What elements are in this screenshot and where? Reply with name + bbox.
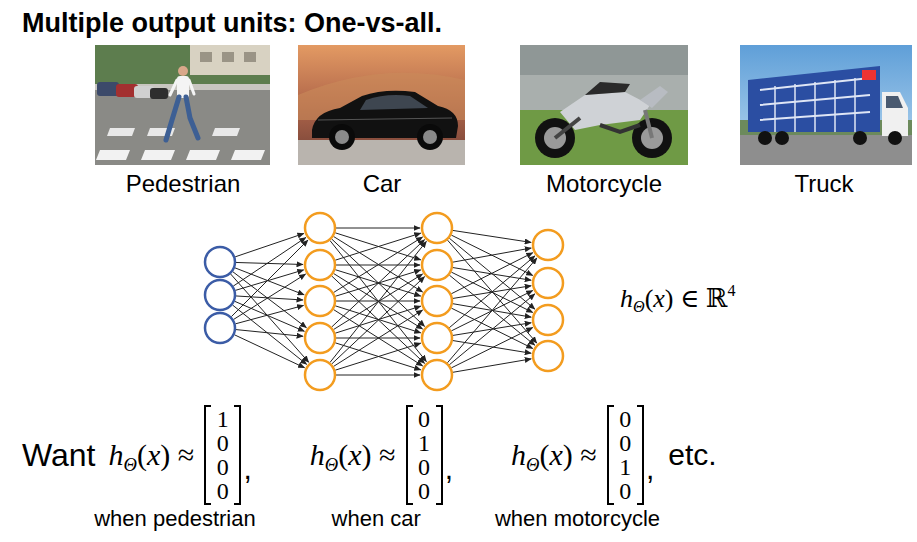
weight-connection — [334, 310, 423, 366]
neuron-unit — [305, 213, 335, 243]
neuron-unit — [533, 268, 563, 298]
input-unit — [205, 247, 235, 277]
neuron-unit — [305, 360, 335, 390]
neuron-unit — [422, 286, 452, 316]
weight-connection — [332, 239, 425, 326]
weight-connection — [231, 240, 308, 317]
weight-connection — [335, 343, 421, 370]
weight-connection — [453, 230, 531, 242]
network-units — [205, 213, 563, 390]
left-bracket — [607, 405, 614, 505]
neuron-unit — [422, 323, 452, 353]
photo-caption: Truck — [794, 170, 853, 198]
etc-word: etc. — [668, 438, 716, 472]
weight-connection — [235, 305, 303, 323]
weight-connection — [330, 241, 426, 362]
want-word: Want — [22, 437, 96, 474]
target-vector: 0 1 0 0 — [413, 405, 436, 505]
truck-photo — [740, 45, 912, 165]
weight-connection — [334, 310, 423, 366]
network-connections — [231, 228, 537, 375]
neuron-unit — [305, 250, 335, 280]
hypothesis-approx: hΘ(x) ≈ — [109, 438, 195, 472]
weight-connection — [235, 270, 303, 291]
neuron-unit — [533, 305, 563, 335]
weight-connection — [336, 228, 420, 229]
weight-connection — [332, 276, 425, 363]
weight-connection — [332, 277, 425, 364]
right-bracket — [436, 405, 443, 505]
weight-connection — [447, 258, 537, 363]
photo-caption: Car — [363, 170, 402, 198]
neuron-unit — [422, 250, 452, 280]
slide-title: Multiple output units: One-vs-all. — [22, 8, 442, 39]
vector-caption: when pedestrian — [94, 506, 255, 532]
weight-connection — [232, 305, 306, 364]
vector-caption: when car — [332, 506, 421, 532]
left-bracket — [406, 405, 413, 505]
target-vector: 1 0 0 0 — [211, 405, 234, 505]
hypothesis-approx: hΘ(x) ≈ — [310, 438, 396, 472]
weight-connection — [332, 240, 425, 327]
photo-caption: Motorcycle — [546, 170, 662, 198]
weight-connection — [336, 375, 420, 376]
hypothesis-approx: hΘ(x) ≈ — [511, 438, 597, 472]
left-bracket — [204, 405, 211, 505]
neuron-unit — [422, 213, 452, 243]
weight-connection — [236, 330, 303, 337]
weight-connection — [235, 301, 305, 331]
neuron-unit — [422, 360, 452, 390]
output-dimension-formula: hΘ(x) ∈ ℝ4 — [620, 283, 735, 314]
weight-connection — [236, 262, 303, 264]
input-unit — [205, 280, 235, 310]
weight-connection — [234, 335, 304, 368]
weight-connection — [447, 240, 536, 343]
comma: , — [243, 452, 251, 486]
target-vector: 0 0 1 0 — [614, 405, 637, 505]
neuron-unit — [533, 341, 563, 371]
vector-brackets: 1 0 0 0 — [204, 405, 241, 505]
photo-caption: Pedestrian — [126, 170, 241, 198]
neuron-unit — [305, 323, 335, 353]
weight-connection — [334, 237, 423, 293]
weight-connection — [453, 359, 531, 372]
vector-caption: when motorcycle — [495, 506, 660, 532]
neuron-unit — [533, 230, 563, 260]
weight-connection — [234, 274, 306, 319]
motorcycle-photo — [520, 45, 688, 165]
neuron-unit — [305, 286, 335, 316]
weight-connection — [453, 248, 532, 262]
input-unit — [205, 313, 235, 343]
weight-connection — [449, 256, 535, 328]
weight-connection — [449, 294, 535, 365]
right-bracket — [234, 405, 241, 505]
weight-connection — [231, 274, 309, 362]
car-photo — [298, 45, 465, 165]
right-bracket — [637, 405, 644, 505]
vector-brackets: 0 1 0 0 — [406, 405, 443, 505]
vector-brackets: 0 0 1 0 — [607, 405, 644, 505]
weight-connection — [335, 343, 421, 370]
comma: , — [445, 452, 453, 486]
weight-connection — [330, 241, 426, 362]
pedestrian-photo — [95, 45, 270, 165]
comma: , — [646, 452, 654, 486]
weight-connection — [451, 328, 532, 368]
weight-connection — [449, 238, 535, 309]
